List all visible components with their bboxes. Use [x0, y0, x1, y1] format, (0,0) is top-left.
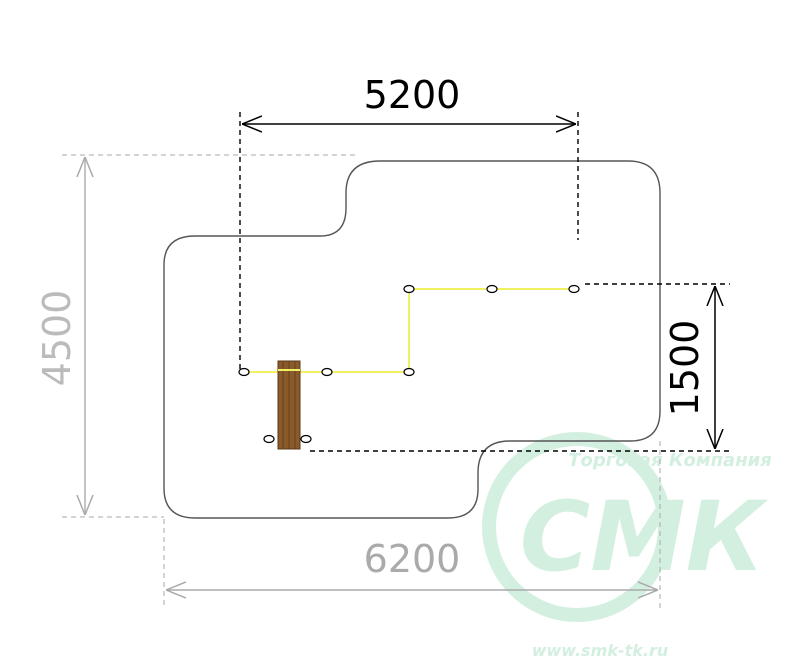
anchor-point-icon: [321, 367, 333, 377]
watermark-logo-text: СМК: [520, 481, 769, 593]
anchor-point-icon: [486, 284, 498, 294]
anchor-point-icon: [300, 434, 312, 444]
dim-label-6200: 6200: [364, 537, 461, 581]
dimension-dark: 5200 1500: [239, 73, 730, 452]
dimension-gray: 4500 6200: [35, 154, 661, 608]
dim-label-5200: 5200: [364, 73, 461, 117]
anchor-point-icon: [238, 367, 250, 377]
safety-zone-outline: [163, 160, 661, 519]
watermark-ring: [482, 432, 672, 622]
watermark: Торговая Компания СМК www.smk-tk.ru: [482, 432, 772, 660]
wooden-post: [277, 360, 301, 450]
watermark-company-name: Торговая Компания: [568, 450, 772, 471]
dim-label-1500: 1500: [663, 320, 707, 417]
anchor-point-icon: [403, 284, 415, 294]
anchor-points: [238, 284, 580, 444]
rope-course: [244, 288, 574, 373]
anchor-point-icon: [403, 367, 415, 377]
dim-label-4500: 4500: [35, 290, 79, 387]
watermark-url: www.smk-tk.ru: [532, 641, 669, 660]
anchor-point-icon: [568, 284, 580, 294]
anchor-point-icon: [263, 434, 275, 444]
